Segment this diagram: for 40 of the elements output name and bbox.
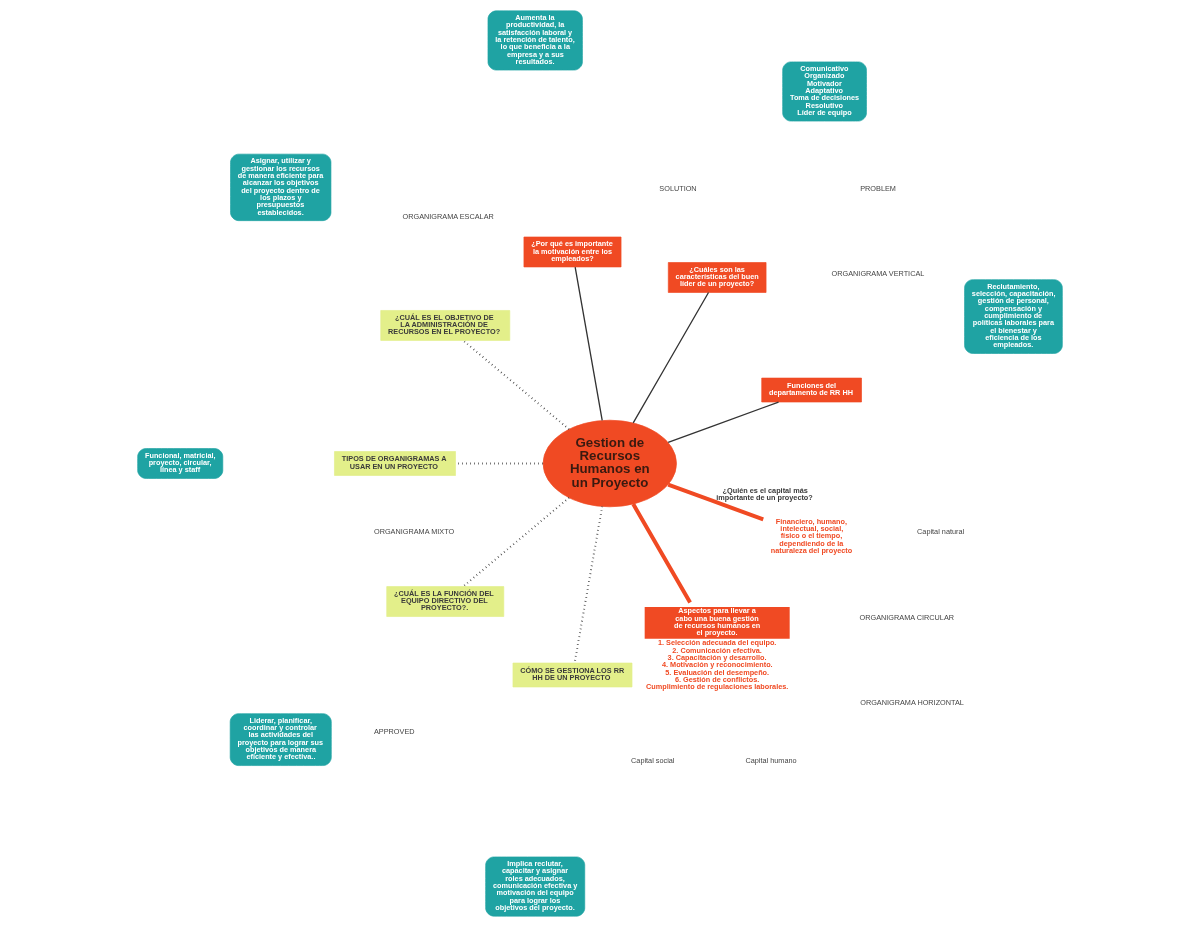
- connector: [667, 482, 764, 522]
- node-box: ¿Cuáles son las características del buen líder de un proyecto?: [667, 262, 767, 293]
- label: SOLUTION: [659, 183, 697, 193]
- node-box: Comunicativo Organizado Motivador Adaptativo Toma de decisiones Resolutivo Líder de equipo: [782, 61, 867, 122]
- node-ellipse: Gestion de Recursos Humanos en un Proyecto: [542, 419, 677, 508]
- node-box: Asignar, utilizar y gestionar los recursos de manera eficiente para alcanzar los objetivos del proyecto dentro de los plazos y presupuestos establecidos.: [230, 153, 332, 221]
- connector: [667, 401, 780, 443]
- node-box: Aspectos para llevar a cabo una buena gestión de recursos humanos en el proyecto.: [644, 606, 790, 639]
- node-box: ¿CUÁL ES LA FUNCIÓN DEL EQUIPO DIRECTIVO DEL PROYECTO?.: [386, 586, 505, 617]
- connector: [574, 266, 603, 422]
- connector: [631, 503, 692, 604]
- node-label: 3. Capacitación y desarrollo.: [667, 653, 767, 663]
- node-box: CÓMO SE GESTIONA LOS RR HH DE UN PROYECTO: [512, 662, 633, 688]
- label: Capital humano: [745, 755, 797, 765]
- edge-label: ¿Quién es el capital más importante de un proyecto?: [716, 485, 813, 503]
- label: Capital natural: [917, 526, 965, 536]
- node-box: Reclutamiento, selección, capacitación, gestión de personal, compensación y cumplimiento de políticas laborales para el bienestar y eficiencia de los empleados.: [964, 279, 1063, 354]
- label: ORGANIGRAMA ESCALAR: [402, 212, 494, 222]
- connector: [632, 291, 710, 424]
- node-box: Aumenta la productividad, la satisfacción laboral y la retención de talento, lo que beneficia a la empresa y a sus resultados.: [487, 10, 583, 71]
- node-text: Financiero, humano, intelectual, social, físico o el tiempo, dependiendo de la naturaleza del proyecto: [770, 516, 853, 556]
- label: ORGANIGRAMA VERTICAL: [831, 269, 925, 279]
- node-box: ¿CUÁL ES EL OBJETIVO DE LA ADMINISTRACIÓN DE RECURSOS EN EL PROYECTO?: [380, 310, 511, 341]
- label: ORGANIGRAMA HORIZONTAL: [860, 698, 964, 708]
- node-box: Liderar, planificar, coordinar y controlar las actividades del proyecto para lograr sus objetivos de manera eficiente y efectiva..: [229, 713, 332, 766]
- node-label: 1. Selección adecuada del equipo.: [657, 638, 777, 648]
- node-box: Implica reclutar, capacitar y asignar roles adecuados, comunicación efectiva y motivación del equipo para lograr los objetivos del proyecto.: [485, 856, 586, 917]
- label: ORGANIGRAMA CIRCULAR: [859, 612, 955, 622]
- connector: [462, 496, 570, 588]
- label: Capital social: [631, 755, 675, 765]
- connector: [573, 505, 604, 664]
- label: PROBLEM: [860, 183, 896, 193]
- label: APPROVED: [373, 727, 415, 737]
- node-box: Funciones del departamento de RR HH: [761, 377, 862, 403]
- label: ORGANIGRAMA MIXTO: [373, 526, 455, 536]
- node-box: ¿Por qué es importante la motivación entre los empleados?: [523, 236, 622, 268]
- connector: [462, 339, 570, 431]
- node-box: TIPOS DE ORGANIGRAMAS A USAR EN UN PROYECTO: [334, 451, 456, 476]
- node-label: Cumplimiento de regulaciones laborales.: [646, 682, 789, 692]
- node-box: Funcional, matricial, proyecto, circular, línea y staff: [137, 448, 224, 479]
